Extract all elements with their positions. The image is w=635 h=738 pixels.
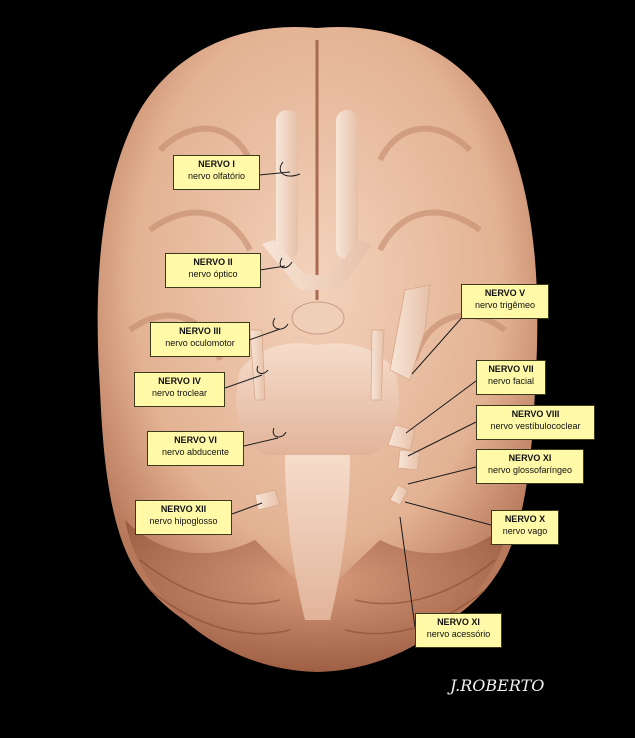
label-nervo-vii: NERVO VII nervo facial xyxy=(476,360,546,395)
label-nervo-i: NERVO I nervo olfatório xyxy=(173,155,260,190)
cerebellar-folia xyxy=(139,559,496,635)
label-title: NERVO II xyxy=(193,257,233,267)
olfactory-tract-left xyxy=(276,110,298,260)
label-subtitle: nervo acessório xyxy=(426,629,491,639)
label-title: NERVO III xyxy=(179,326,221,336)
label-title: NERVO VII xyxy=(488,364,534,374)
olfactory-tract-right xyxy=(336,110,358,260)
pituitary xyxy=(291,301,345,335)
optic-chiasm xyxy=(262,240,372,290)
label-title: NERVO V xyxy=(484,288,526,298)
label-subtitle: nervo glossofaríngeo xyxy=(487,465,573,475)
label-subtitle: nervo óptico xyxy=(188,269,238,279)
label-title: NERVO XI xyxy=(508,453,552,463)
leader-lines xyxy=(224,161,492,628)
cerebellum xyxy=(125,520,510,672)
label-subtitle: nervo hipoglosso xyxy=(149,516,218,526)
label-subtitle: nervo olfatório xyxy=(187,171,246,181)
label-nervo-xi-acessorio: NERVO XI nervo acessório xyxy=(415,613,502,648)
label-title: NERVO X xyxy=(504,514,546,524)
label-subtitle: nervo abducente xyxy=(161,447,230,457)
label-title: NERVO VI xyxy=(174,435,217,445)
label-subtitle: nervo vestíbulococlear xyxy=(490,421,581,431)
label-nervo-iv: NERVO IV nervo troclear xyxy=(134,372,225,407)
label-title: NERVO IV xyxy=(158,376,201,386)
label-nervo-iii: NERVO III nervo oculomotor xyxy=(150,322,250,357)
cranial-nerve-roots xyxy=(249,284,431,511)
label-title: NERVO VIII xyxy=(511,409,560,419)
label-nervo-v: NERVO V nervo trigêmeo xyxy=(461,284,549,319)
label-subtitle: nervo troclear xyxy=(151,388,208,398)
label-title: NERVO I xyxy=(198,159,235,169)
artist-signature: J.ROBERTO xyxy=(450,676,545,695)
label-title: NERVO XII xyxy=(160,504,207,514)
label-nervo-x: NERVO X nervo vago xyxy=(491,510,559,545)
label-nervo-ix: NERVO XI nervo glossofaríngeo xyxy=(476,449,584,484)
label-nervo-vi: NERVO VI nervo abducente xyxy=(147,431,244,466)
label-title: NERVO XI xyxy=(437,617,480,627)
label-subtitle: nervo vago xyxy=(502,526,548,536)
label-nervo-ii: NERVO II nervo óptico xyxy=(165,253,261,288)
medulla xyxy=(285,455,350,620)
label-subtitle: nervo trigêmeo xyxy=(474,300,536,310)
label-nervo-viii: NERVO VIII nervo vestíbulococlear xyxy=(476,405,595,440)
label-subtitle: nervo oculomotor xyxy=(165,338,235,348)
pons xyxy=(236,343,399,455)
label-nervo-xii: NERVO XII nervo hipoglosso xyxy=(135,500,232,535)
label-subtitle: nervo facial xyxy=(487,376,535,386)
